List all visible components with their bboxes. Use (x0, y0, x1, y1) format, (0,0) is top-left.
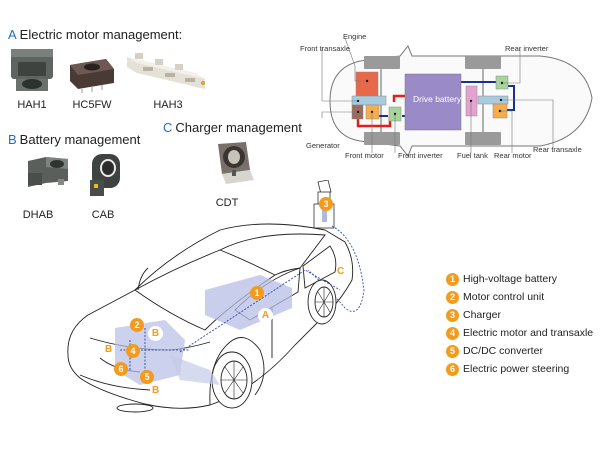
label-fuel-tank: Fuel tank (457, 151, 488, 160)
legend-item: 3 Charger (446, 306, 593, 324)
legend-number-badge: 1 (446, 272, 459, 286)
marker-c: C (337, 266, 345, 277)
product-hah1-image (11, 49, 53, 91)
label-rear-inverter: Rear inverter (505, 44, 549, 53)
legend-label: Electric motor and transaxle (463, 327, 594, 339)
label-engine: Engine (343, 32, 367, 41)
label-generator: Generator (306, 141, 340, 150)
car-body-outline (67, 223, 354, 409)
legend-label: High-voltage battery (463, 273, 557, 285)
product-cdt-label: CDT (215, 197, 239, 209)
label-front-inverter: Front inverter (398, 151, 443, 160)
legend-label: Electric power steering (463, 363, 570, 375)
legend-label: DC/DC converter (463, 345, 543, 357)
charging-cable (307, 225, 365, 312)
marker-a: A (258, 308, 273, 323)
marker-1-high-voltage-battery: 1 (250, 286, 264, 300)
windshield (134, 249, 276, 331)
legend-label: Charger (463, 309, 501, 321)
section-c-label: Charger management (175, 120, 302, 135)
battery-pack-shape (205, 275, 292, 330)
legend-number-badge: 2 (446, 290, 459, 304)
marker-b-left: B (105, 344, 113, 355)
legend-item: 1 High-voltage battery (446, 270, 593, 288)
section-b-letter: B (8, 132, 17, 147)
section-a-label: Electric motor management: (19, 27, 183, 42)
section-b-label: Battery management (19, 132, 141, 147)
marker-4-electric-motor: 4 (126, 344, 140, 358)
section-c-letter: C (163, 120, 173, 135)
legend-number-badge: 4 (446, 326, 459, 340)
legend-item: 5 DC/DC converter (446, 342, 593, 360)
legend-number-badge: 5 (446, 344, 459, 358)
marker-b-upper: B (148, 326, 163, 341)
drive-battery-block (404, 73, 462, 131)
drivetrain-diagram (321, 37, 593, 157)
legend: 1 High-voltage battery 2 Motor control u… (446, 270, 593, 378)
product-hah3-image (127, 53, 205, 89)
product-cab-image (90, 154, 120, 196)
product-hah3-label: HAH3 (153, 99, 183, 111)
legend-number-badge: 6 (446, 362, 459, 376)
legend-number-badge: 3 (446, 308, 459, 322)
legend-item: 2 Motor control unit (446, 288, 593, 306)
product-dhab-label: DHAB (22, 209, 54, 221)
marker-3-charger: 3 (319, 197, 333, 211)
product-cab-label: CAB (91, 209, 115, 221)
car-illustration (67, 180, 365, 413)
label-rear-motor: Rear motor (494, 151, 532, 160)
legend-item: 6 Electric power steering (446, 360, 593, 378)
marker-2-motor-control-unit: 2 (130, 318, 144, 332)
roof-line (219, 233, 326, 276)
label-front-transaxle: Front transaxle (300, 44, 351, 53)
label-front-motor: Front motor (345, 151, 384, 160)
marker-6-power-steering: 6 (114, 362, 128, 376)
product-hc5fw-image (70, 59, 114, 93)
marker-5-dcdc-converter: 5 (140, 370, 154, 384)
front-left-wheel (364, 56, 400, 69)
marker-b-lower: B (152, 385, 160, 396)
product-cdt-image (218, 142, 254, 184)
label-drive-battery: Drive battery (413, 94, 462, 104)
side-window-rear (302, 245, 337, 289)
rear-left-wheel (465, 56, 501, 69)
rear-wheel (307, 279, 337, 325)
front-wheel (211, 351, 253, 409)
product-dhab-image (28, 157, 68, 187)
product-hc5fw-label: HC5FW (72, 99, 112, 111)
rear-right-wheel (465, 132, 501, 145)
front-right-wheel (364, 132, 400, 145)
product-hah1-label: HAH1 (17, 99, 47, 111)
legend-label: Motor control unit (463, 291, 545, 303)
legend-item: 4 Electric motor and transaxle (446, 324, 593, 342)
section-a-letter: A (8, 27, 17, 42)
label-rear-transaxle: Rear transaxle (533, 145, 582, 154)
engine-block (355, 71, 379, 99)
powertrain-shape (115, 320, 185, 385)
